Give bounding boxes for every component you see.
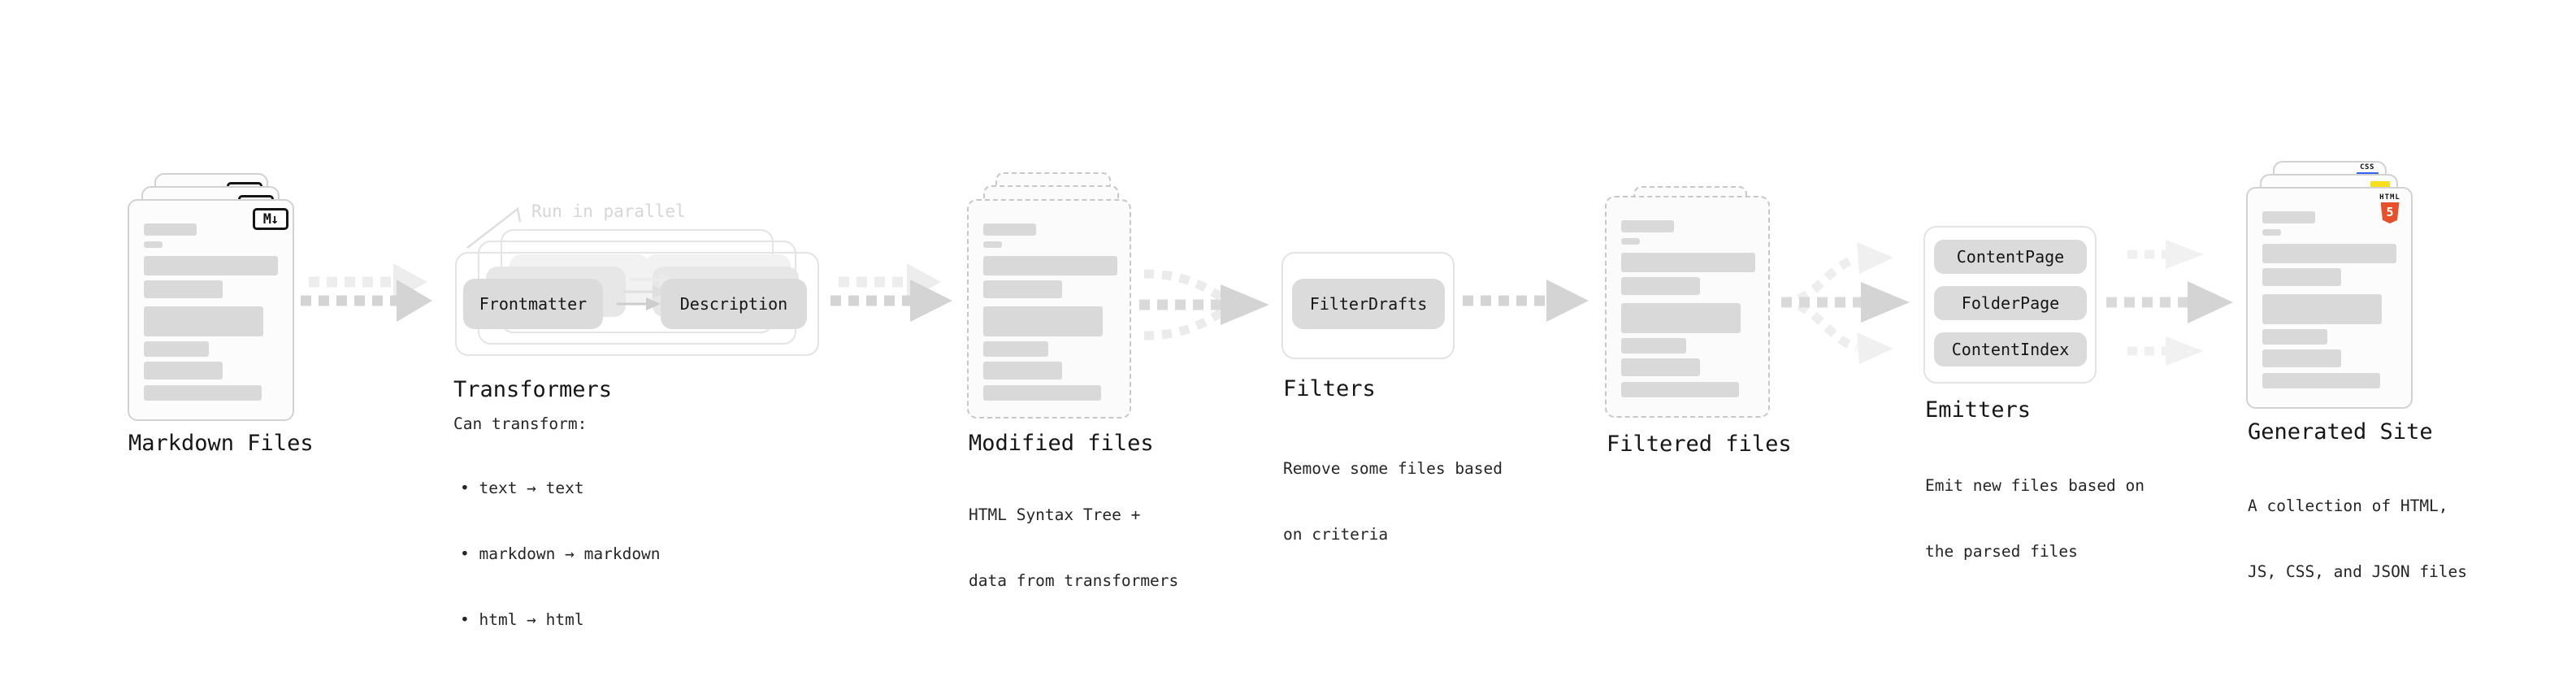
arrow-modified-to-filters bbox=[1139, 269, 1269, 340]
doc-line bbox=[2262, 211, 2315, 223]
doc-line bbox=[983, 241, 1002, 248]
doc-line bbox=[2262, 268, 2341, 286]
doc-line bbox=[2262, 373, 2380, 388]
doc-line bbox=[983, 256, 1117, 275]
css-label: CSS bbox=[2360, 163, 2374, 171]
html5-shield-icon: 5 bbox=[2380, 202, 2400, 223]
subtitle-line: JS, CSS, and JSON files bbox=[2248, 562, 2468, 581]
doc-line bbox=[144, 256, 278, 275]
subtitle-line: HTML Syntax Tree + bbox=[969, 505, 1141, 524]
markdown-files-title: Markdown Files bbox=[128, 431, 314, 456]
bullet-item: • html → html bbox=[460, 610, 584, 629]
doc-line bbox=[983, 280, 1062, 298]
arrow-filtered-to-emitters bbox=[1780, 242, 1910, 364]
html5-label: HTML bbox=[2379, 193, 2400, 202]
mini-arrow-icon bbox=[623, 285, 667, 298]
frontmatter-pill: Frontmatter bbox=[463, 279, 603, 329]
doc-line bbox=[144, 241, 163, 248]
doc-line bbox=[2262, 294, 2382, 324]
doc-card-dashed bbox=[967, 199, 1131, 419]
markdown-icon: M↓ bbox=[253, 208, 288, 230]
doc-line bbox=[983, 306, 1103, 336]
doc-line bbox=[983, 223, 1036, 236]
doc-card-dashed bbox=[1605, 196, 1770, 418]
mini-arrow-icon bbox=[617, 297, 661, 310]
doc-line bbox=[983, 362, 1062, 380]
callout-line bbox=[466, 206, 522, 249]
bullet-item: • text → text bbox=[460, 479, 584, 497]
doc-card: HTML 5 bbox=[2246, 187, 2413, 409]
transformer-box-front bbox=[455, 252, 819, 356]
doc-line bbox=[983, 341, 1048, 357]
doc-line bbox=[144, 341, 209, 357]
filtered-files-title: Filtered files bbox=[1607, 432, 1792, 457]
arrow-markdown-to-transformers bbox=[301, 263, 432, 322]
doc-card: M↓ bbox=[128, 199, 294, 421]
doc-line bbox=[1621, 253, 1755, 272]
folderpage-pill: FolderPage bbox=[1934, 286, 2087, 320]
bullet-item: • markdown → markdown bbox=[460, 544, 661, 563]
doc-line bbox=[2262, 349, 2341, 367]
modified-files-title: Modified files bbox=[969, 431, 1154, 456]
transformers-title: Transformers bbox=[453, 377, 613, 402]
doc-line bbox=[2262, 229, 2281, 236]
doc-line bbox=[1621, 220, 1674, 232]
doc-line bbox=[1621, 382, 1739, 397]
doc-line bbox=[144, 362, 223, 380]
filters-title: Filters bbox=[1283, 376, 1376, 401]
doc-line bbox=[1621, 358, 1700, 376]
subtitle-line: Emit new files based on bbox=[1925, 476, 2145, 495]
transformers-bullets: • text → text • markdown → markdown • ht… bbox=[460, 433, 661, 674]
doc-line bbox=[1621, 303, 1741, 333]
subtitle-line: A collection of HTML, bbox=[2248, 497, 2448, 515]
arrow-emitters-to-generated bbox=[2106, 240, 2233, 366]
doc-line bbox=[144, 280, 223, 298]
filterdrafts-pill: FilterDrafts bbox=[1292, 279, 1445, 329]
transformers-subtitle: Can transform: bbox=[453, 414, 588, 433]
doc-line bbox=[1621, 277, 1700, 295]
emitters-title: Emitters bbox=[1925, 397, 2032, 423]
doc-line bbox=[1621, 238, 1640, 245]
generated-site-title: Generated Site bbox=[2248, 419, 2433, 445]
contentpage-pill: ContentPage bbox=[1934, 240, 2087, 274]
html5-icon: HTML 5 bbox=[2377, 193, 2403, 223]
doc-line bbox=[983, 385, 1101, 401]
doc-line bbox=[2262, 244, 2396, 263]
doc-line bbox=[2262, 329, 2327, 345]
modified-files-subtitle: HTML Syntax Tree + data from transformer… bbox=[969, 460, 1178, 635]
arrow-filters-to-filtered bbox=[1463, 280, 1589, 322]
contentindex-pill: ContentIndex bbox=[1934, 332, 2087, 367]
subtitle-line: the parsed files bbox=[1925, 542, 2078, 561]
subtitle-line: on criteria bbox=[1283, 525, 1389, 544]
subtitle-line: data from transformers bbox=[969, 571, 1179, 590]
doc-line bbox=[144, 223, 197, 236]
doc-line bbox=[1621, 338, 1686, 354]
emitters-subtitle: Emit new files based on the parsed files bbox=[1925, 431, 2144, 606]
doc-line bbox=[144, 385, 262, 401]
subtitle-line: Remove some files based bbox=[1283, 459, 1503, 478]
description-pill: Description bbox=[661, 279, 807, 329]
arrow-transformers-to-modified bbox=[830, 263, 952, 322]
run-in-parallel-label: Run in parallel bbox=[531, 202, 686, 221]
filters-subtitle: Remove some files based on criteria bbox=[1283, 414, 1503, 589]
doc-line bbox=[144, 306, 263, 336]
generated-site-subtitle: A collection of HTML, JS, CSS, and JSON … bbox=[2248, 451, 2467, 627]
